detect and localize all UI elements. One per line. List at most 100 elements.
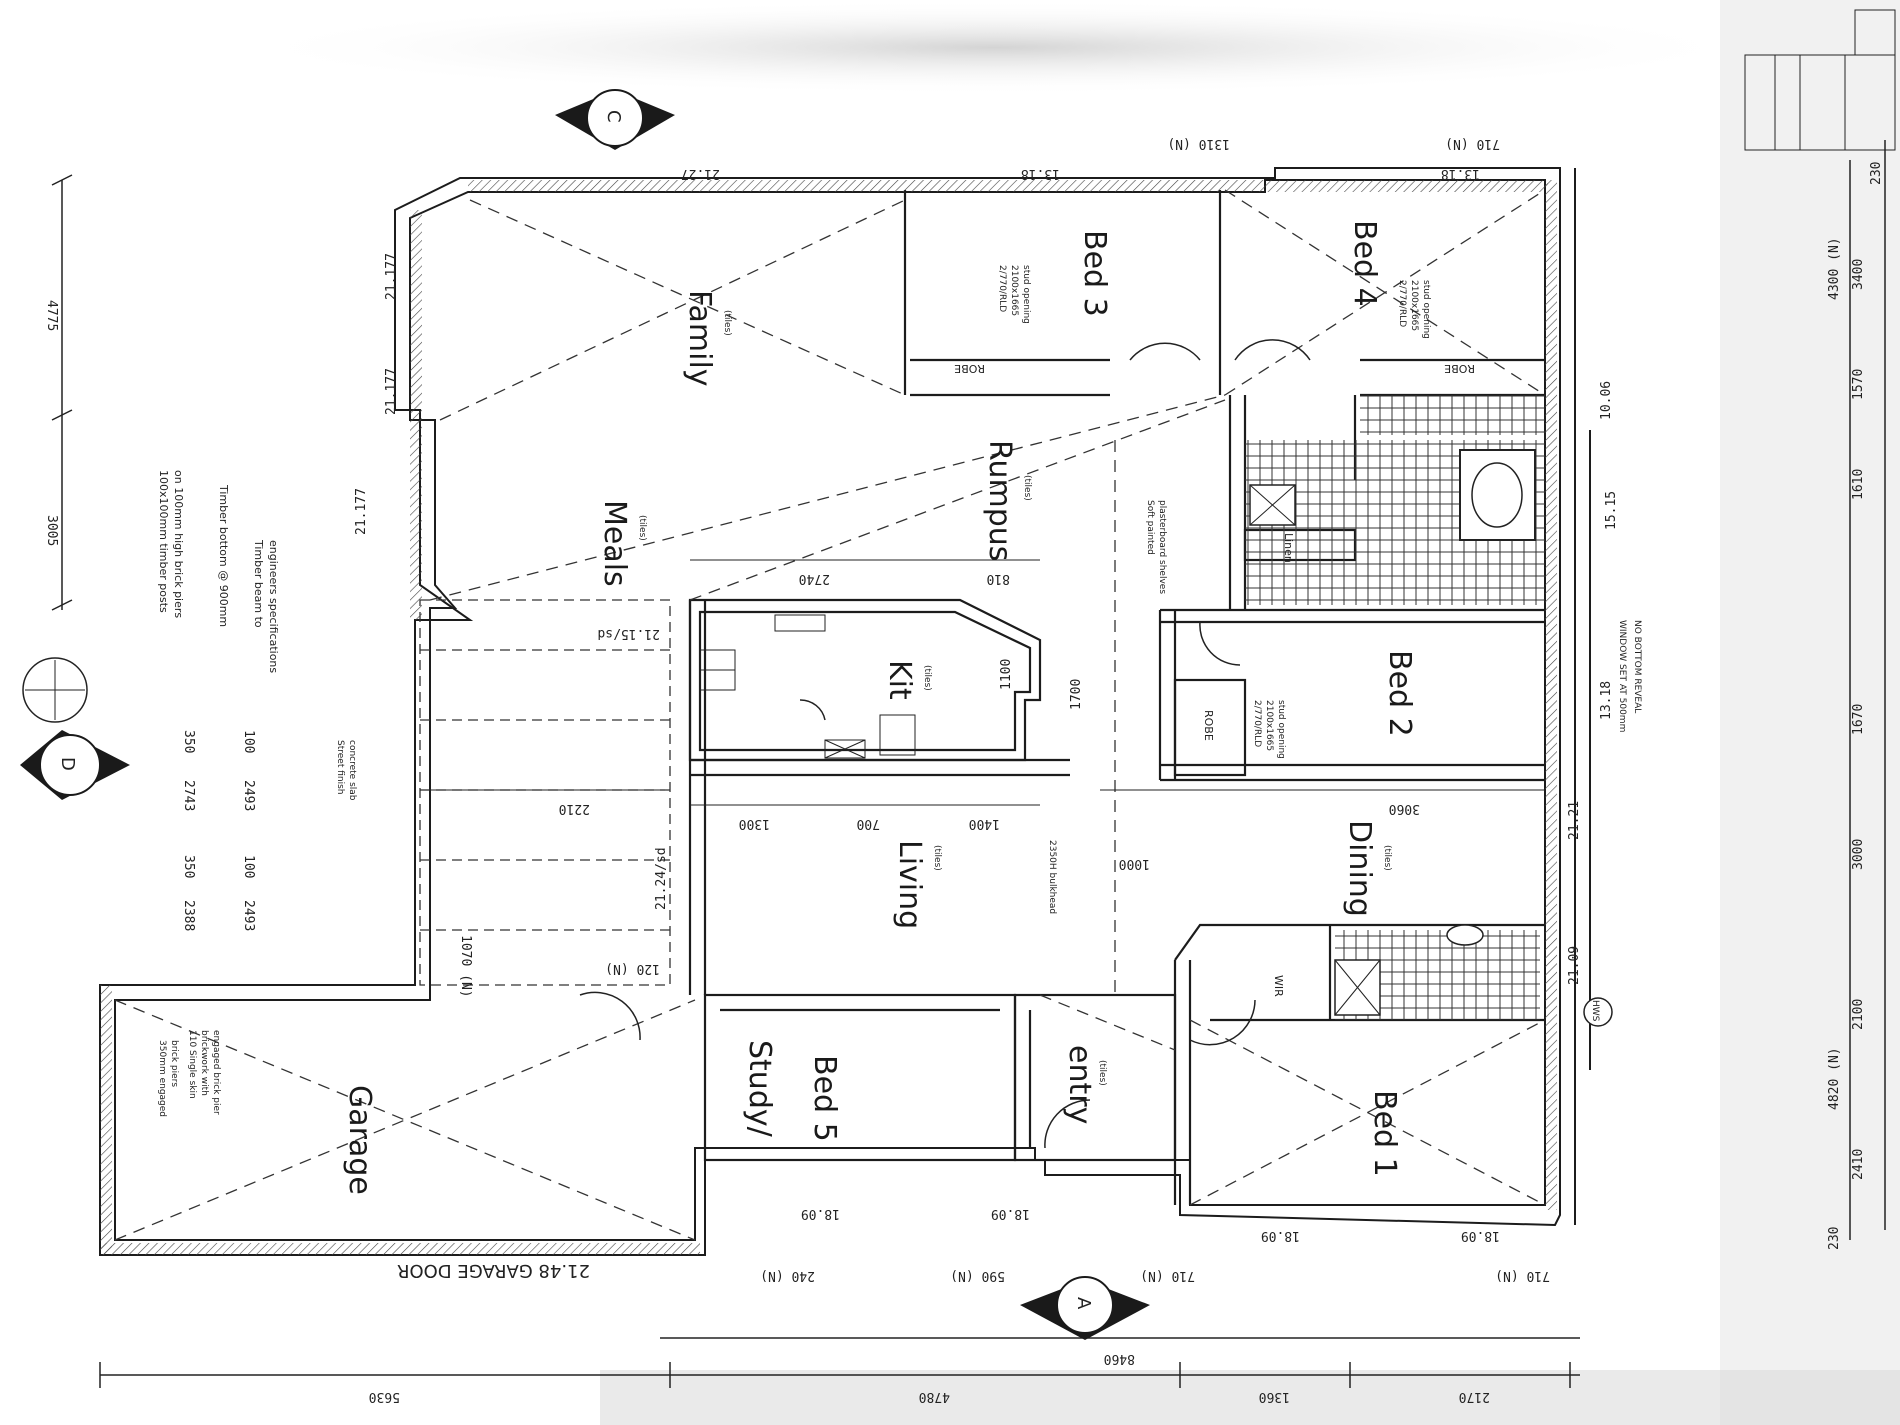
dim-right-6: 1570 [1851, 369, 1866, 400]
level-10: 18.09 [991, 1206, 1030, 1221]
section-marker-d: D [20, 730, 130, 800]
dim-pier-7: 2493 [241, 780, 256, 811]
note-timber-posts-1: 100x100mm timber posts [157, 470, 170, 613]
dim-inner-8: 1700 [1069, 679, 1084, 710]
scan-shade-bottom [600, 1370, 1900, 1425]
room-family: Family [682, 290, 717, 387]
n-val-2: 710 (N) [1445, 136, 1500, 151]
level-16: 10.06 [1599, 381, 1614, 420]
room-kit-tag: (tiles) [922, 665, 932, 691]
wall-hatch-top [468, 180, 1548, 192]
dim-pier-8: 100 [241, 730, 256, 753]
note-street-finish-1: Street finish [335, 740, 345, 794]
scan-shade-right [1720, 0, 1900, 1425]
level-2: 13.18 [1021, 166, 1060, 181]
dim-top-2: 4775 [44, 300, 59, 331]
note-robe-bed2-1: 2/770/RLD [1252, 700, 1262, 747]
room-bed4: Bed 4 [1347, 220, 1382, 307]
note-timber-beam-1: Timber beam to [252, 539, 265, 628]
fridge-space [879, 714, 916, 756]
dim-right-5: 1610 [1851, 469, 1866, 500]
dim-bottom-3: 1360 [1259, 1389, 1290, 1404]
alfresco-area [419, 599, 671, 986]
n-val-7: 120 (N) [605, 961, 660, 976]
dim-right-10: 230 [1827, 1227, 1842, 1250]
cooktop [824, 739, 866, 759]
dim-pier-4: 350 [181, 730, 196, 753]
room-robe-bed3: ROBE [954, 362, 985, 375]
level-4: 21.177 [384, 253, 399, 300]
dim-inner-4: 700 [857, 816, 880, 831]
section-marker-c: C [555, 89, 675, 150]
level-5: 21.177 [384, 368, 399, 415]
n-val-1: 1310 (N) [1167, 136, 1230, 151]
note-garage-skin-1: 110 Single skin [187, 1030, 197, 1099]
level-13: 21.21 [1567, 801, 1582, 840]
room-entry: entry [1062, 1045, 1097, 1124]
wall-hatch-garage [100, 985, 112, 1255]
laundry-tiles [1360, 395, 1545, 435]
n-val-4: 590 (N) [950, 1268, 1005, 1283]
room-dining: Dining [1342, 820, 1377, 917]
level-12: 18.09 [1461, 1228, 1500, 1243]
dim-bottom-5: 8460 [1104, 1351, 1135, 1366]
note-robe-bed4-2: 2100x1665 [1409, 280, 1419, 331]
note-garage-skin-2: brickwork with [199, 1030, 209, 1096]
level-17: 15.15 [1604, 491, 1619, 530]
section-marker-a: A [1020, 1276, 1150, 1340]
note-hws: HWS [1590, 1000, 1600, 1022]
room-study: Study/ [742, 1040, 777, 1138]
level-15: 13.18 [1599, 681, 1614, 720]
level-11: 18.09 [1261, 1228, 1300, 1243]
level-1: 21.27 [681, 166, 720, 181]
dim-right-3: 3000 [1851, 839, 1866, 870]
note-timber-bottom: Timber bottom @ 900mm [217, 484, 230, 627]
room-entry-tag: (tiles) [1097, 1060, 1107, 1086]
room-robe-bed2: ROBE [1202, 710, 1215, 741]
room-living: Living [892, 840, 927, 929]
level-6: 21.177 [354, 488, 369, 535]
note-garage-skin-3: engaged brick pier [211, 1030, 221, 1115]
dim-pier-6: 100 [241, 855, 256, 878]
door-swings [579, 339, 1311, 1149]
dim-right-1: 2410 [1851, 1149, 1866, 1180]
dim-inner-9: 3060 [1389, 801, 1420, 816]
room-linen: Linen [1282, 533, 1295, 563]
note-robe-bed3-2: 2100x1665 [1009, 265, 1019, 316]
n-val-3: 710 (N) [1140, 1268, 1195, 1283]
dim-pier-2: 350 [181, 855, 196, 878]
dim-inner-7: 1100 [999, 659, 1014, 690]
n-val-6: 710 (N) [1495, 1268, 1550, 1283]
level-8: 21.24/sd [654, 847, 669, 910]
dim-right-7: 3400 [1851, 259, 1866, 290]
room-rumpus-tag: (tiles) [1022, 475, 1032, 501]
dim-right-9: 4300 (N) [1827, 237, 1842, 300]
note-bulkhead: 2350H bulkhead [1047, 840, 1057, 914]
note-timber-beam-2: engineers specifications [267, 540, 280, 673]
room-rumpus: Rumpus [982, 440, 1017, 561]
wall-hatch-bottom [100, 1243, 700, 1255]
dim-right-11: 230 [1869, 162, 1884, 185]
dimension-bottom [99, 1337, 1580, 1388]
dim-pier-1: 2388 [181, 900, 196, 931]
interior-walls [688, 190, 1545, 1205]
level-7: 21.15/sd [597, 626, 660, 641]
room-dining-tag: (tiles) [1382, 845, 1392, 871]
dim-inner-1: 2740 [799, 571, 830, 586]
dim-inner-3: 1300 [739, 816, 770, 831]
ceiling-lines [114, 189, 1546, 1241]
note-window-1: WINDOW SET AT 500mm [1617, 620, 1627, 732]
dim-inner-10: 1000 [1119, 856, 1150, 871]
kitchen-sink [774, 614, 826, 632]
svg-text:D: D [57, 757, 78, 771]
room-bed2: Bed 2 [1382, 650, 1417, 737]
svg-text:C: C [603, 110, 624, 123]
room-meals-tag: (tiles) [637, 515, 647, 541]
note-garage-piers-1: 350mm engaged [157, 1040, 167, 1117]
room-meals: Meals [597, 500, 632, 587]
compass-icon [22, 657, 88, 723]
dim-inner-2: 810 [987, 571, 1010, 586]
dim-inner-5: 1400 [969, 816, 1000, 831]
title-block [1744, 9, 1896, 151]
dim-top-1: 3005 [44, 515, 59, 546]
